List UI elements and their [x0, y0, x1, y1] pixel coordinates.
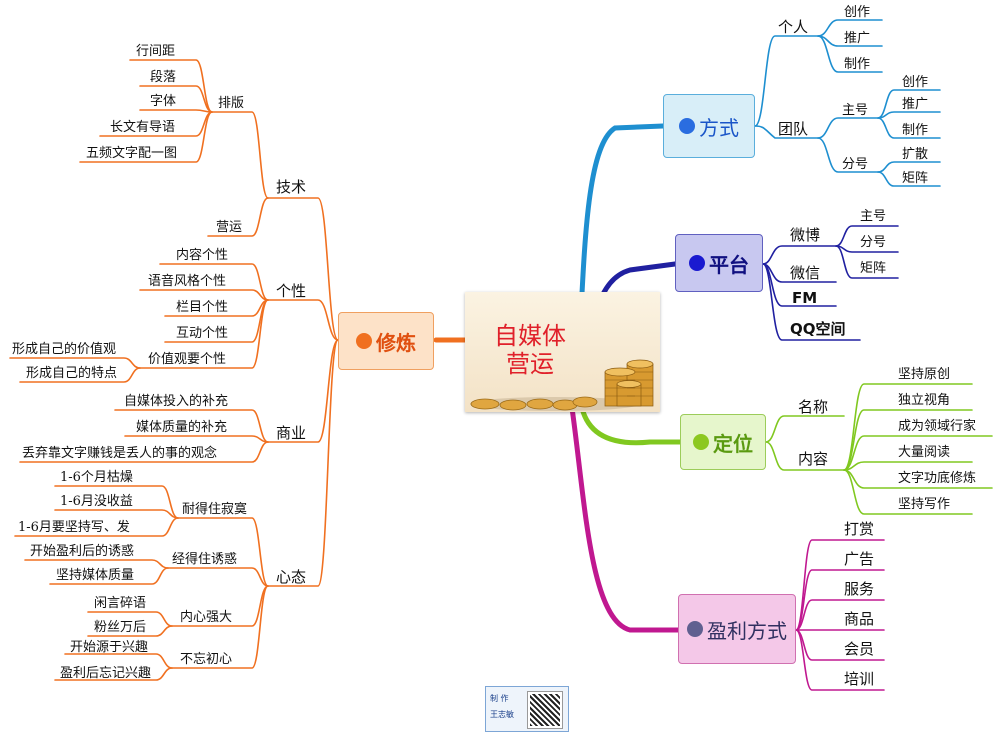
center-title: 自媒体 营运 — [465, 322, 595, 378]
xiulian-shangye: 商业 — [276, 424, 307, 442]
jiazhiguan-child-2: 形成自己的特点 — [26, 366, 118, 381]
qiangda-child-1: 闲言碎语 — [94, 596, 147, 611]
qr-code-icon — [528, 692, 562, 728]
center-title-line2: 营运 — [506, 350, 554, 378]
jishu-yingyun: 营运 — [216, 220, 243, 235]
tuandui-zhuhao: 主号 — [842, 103, 869, 118]
node-xiulian[interactable]: 修炼 — [338, 312, 434, 370]
dingwei-mingcheng: 名称 — [798, 398, 829, 416]
geren-child-2: 推广 — [844, 31, 871, 46]
neirong-child-5: 文字功底修炼 — [898, 471, 977, 486]
node-pingtai-dot-icon — [689, 255, 705, 271]
weibo-child-2: 分号 — [860, 235, 887, 250]
fenhao-child-2: 矩阵 — [902, 171, 929, 186]
chuxin-child-2: 盈利后忘记兴趣 — [60, 666, 152, 681]
node-dingwei-label: 定位 — [713, 431, 753, 456]
jishu-paiban: 排版 — [218, 96, 245, 111]
node-dingwei[interactable]: 定位 — [680, 414, 766, 470]
weibo-child-3: 矩阵 — [860, 261, 887, 276]
fangshi-tuandui: 团队 — [778, 120, 809, 138]
qiangda-child-2: 粉丝万后 — [94, 620, 147, 635]
xiulian-xintai: 心态 — [276, 568, 307, 586]
center-topic[interactable]: 自媒体 营运 — [465, 292, 660, 412]
paiban-child-4: 长文有导语 — [110, 120, 176, 135]
node-dingwei-dot-icon — [693, 434, 709, 450]
node-fangshi-dot-icon — [679, 118, 695, 134]
jimo-child-3: 1-6月要坚持写、发 — [18, 520, 130, 535]
paiban-child-1: 行间距 — [136, 44, 176, 59]
fenhao-child-1: 扩散 — [902, 147, 929, 162]
tuandui-fenhao: 分号 — [842, 157, 869, 172]
pingtai-weixin: 微信 — [790, 264, 821, 282]
node-fangshi-label: 方式 — [699, 115, 739, 140]
node-pingtai-label: 平台 — [709, 252, 749, 277]
jiazhiguan-child-1: 形成自己的价值观 — [12, 342, 117, 357]
paiban-child-2: 段落 — [150, 70, 177, 85]
youhuo-child-1: 开始盈利后的诱惑 — [30, 544, 135, 559]
xintai-chuxin: 不忘初心 — [180, 652, 233, 667]
pingtai-weibo: 微博 — [790, 226, 821, 244]
node-xiulian-label: 修炼 — [376, 330, 416, 355]
center-title-line1: 自媒体 — [494, 322, 566, 350]
zhuhao-child-1: 创作 — [902, 75, 929, 90]
geren-child-1: 创作 — [844, 5, 871, 20]
neirong-child-4: 大量阅读 — [898, 445, 951, 460]
jimo-child-2: 1-6月没收益 — [60, 494, 133, 509]
jimo-child-1: 1-6个月枯燥 — [60, 470, 133, 485]
neirong-child-2: 独立视角 — [898, 393, 951, 408]
node-yingli-label: 盈利方式 — [707, 618, 787, 643]
zhuhao-child-2: 推广 — [902, 97, 929, 112]
gexing-child-3: 栏目个性 — [176, 300, 229, 315]
neirong-child-6: 坚持写作 — [898, 497, 951, 512]
shangye-child-2: 媒体质量的补充 — [136, 420, 228, 435]
node-fangshi[interactable]: 方式 — [663, 94, 755, 158]
node-yingli-dot-icon — [687, 621, 703, 637]
dingwei-neirong: 内容 — [798, 450, 829, 468]
fangshi-geren: 个人 — [778, 18, 809, 36]
chuxin-child-1: 开始源于兴趣 — [70, 640, 149, 655]
branch-yingli — [569, 405, 681, 633]
coins-illustration — [470, 359, 654, 411]
yingli-child-3: 服务 — [844, 580, 875, 598]
yingli-child-4: 商品 — [844, 610, 875, 628]
node-pingtai[interactable]: 平台 — [675, 234, 763, 292]
yingli-child-5: 会员 — [844, 640, 875, 658]
paiban-child-3: 字体 — [150, 94, 177, 109]
yingli-child-1: 打赏 — [844, 520, 875, 538]
pingtai-qq: QQ空间 — [790, 320, 846, 338]
gexing-child-2: 语音风格个性 — [148, 274, 227, 289]
author-badge-line1: 制 作 — [490, 694, 509, 703]
yingli-child-6: 培训 — [844, 670, 875, 688]
branch-dingwei — [579, 405, 683, 446]
xintai-jimo: 耐得住寂寞 — [182, 502, 248, 517]
node-yingli[interactable]: 盈利方式 — [678, 594, 796, 664]
xiulian-jishu: 技术 — [276, 178, 307, 196]
gexing-child-1: 内容个性 — [176, 248, 229, 263]
gexing-child-4: 互动个性 — [176, 326, 229, 341]
paiban-child-5: 五频文字配一图 — [86, 146, 178, 161]
xintai-youhuo: 经得住诱惑 — [172, 552, 238, 567]
shangye-child-1: 自媒体投入的补充 — [124, 394, 229, 409]
geren-child-3: 制作 — [844, 57, 871, 72]
xiulian-gexing: 个性 — [276, 282, 307, 300]
zhuhao-child-3: 制作 — [902, 123, 929, 138]
author-badge: 制 作 王志敏 — [485, 686, 569, 732]
author-badge-line2: 王志敏 — [490, 710, 514, 719]
gexing-jiazhiguan: 价值观要个性 — [148, 352, 227, 367]
xintai-qiangda: 内心强大 — [180, 610, 233, 625]
yingli-child-2: 广告 — [844, 550, 875, 568]
neirong-child-1: 坚持原创 — [898, 367, 951, 382]
weibo-child-1: 主号 — [860, 209, 887, 224]
pingtai-fm: FM — [792, 289, 818, 307]
shangye-child-3: 丢弃靠文字赚钱是丢人的事的观念 — [22, 446, 218, 461]
neirong-child-3: 成为领域行家 — [898, 419, 977, 434]
youhuo-child-2: 坚持媒体质量 — [56, 568, 135, 583]
node-xiulian-dot-icon — [356, 333, 372, 349]
